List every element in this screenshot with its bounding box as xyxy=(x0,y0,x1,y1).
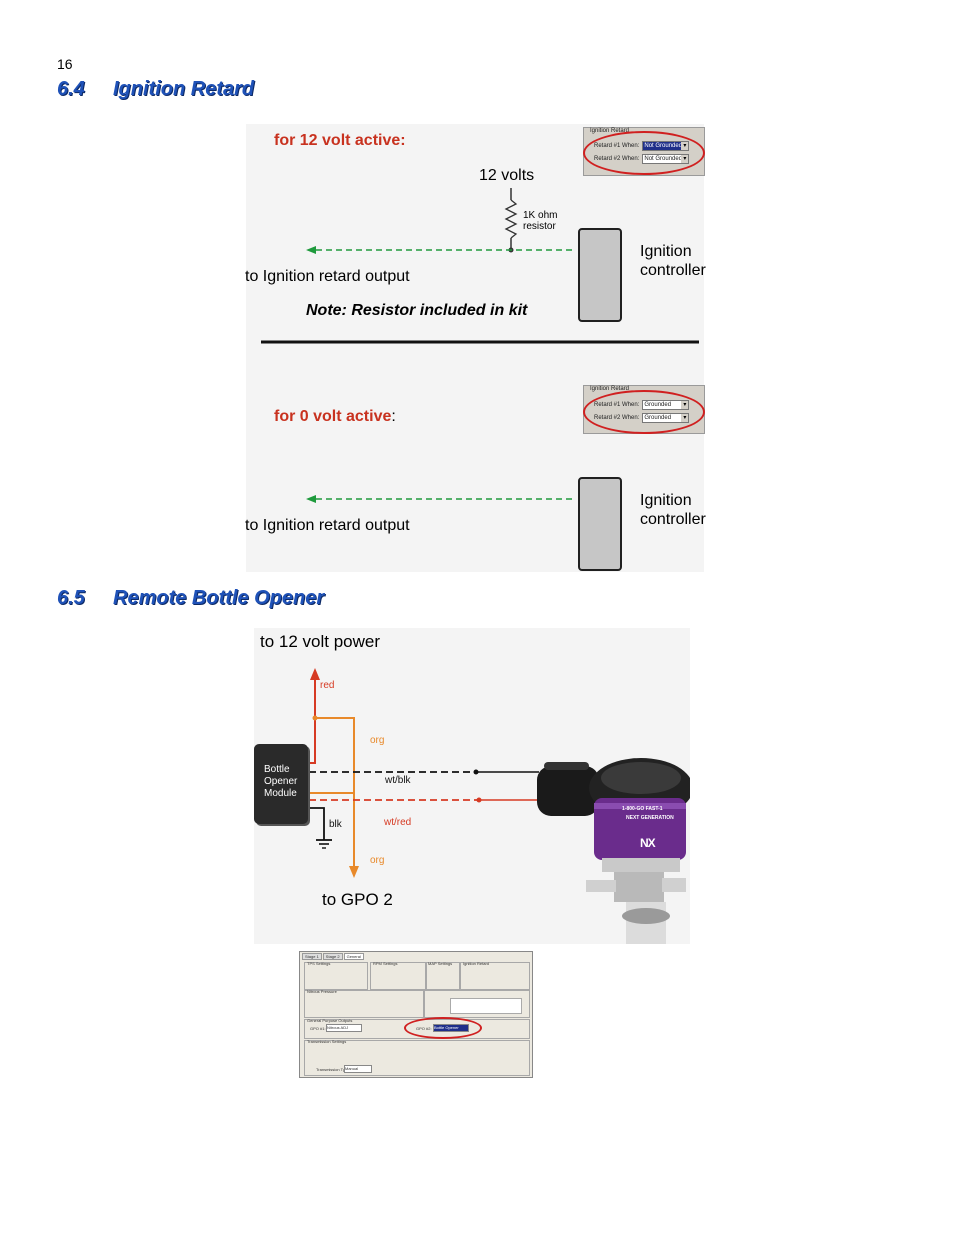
highlight-oval-gpo2 xyxy=(404,1017,482,1039)
solenoid-coil-top xyxy=(544,762,589,770)
controller-label-0v: Ignition controller xyxy=(640,491,706,529)
settings-tabs: Stage 1 Stage 2 General xyxy=(302,953,364,960)
arrow-left-12v xyxy=(306,246,316,254)
solenoid-port-left xyxy=(586,880,616,892)
label-to-12-volt-power: to 12 volt power xyxy=(260,632,381,651)
module-label-line2: Opener xyxy=(264,776,298,787)
resistor-note: Note: Resistor included in kit xyxy=(306,302,528,319)
heading-0v-suffix: : xyxy=(391,408,396,425)
rpm-settings-group xyxy=(370,962,426,990)
rpm-group-label: RPM Settings xyxy=(373,961,398,966)
highlight-oval-0v xyxy=(583,390,705,434)
wire-label-red: red xyxy=(320,680,335,691)
solenoid-text-line1: 1-800-GO FAST-1 xyxy=(622,806,663,812)
tps-settings-group xyxy=(304,962,368,990)
tps-calibration-group xyxy=(424,990,530,1018)
module-label: Bottle Opener Module xyxy=(264,764,297,800)
solenoid-fitting-ring xyxy=(602,858,680,872)
ignition-controller-box-12v xyxy=(578,228,622,322)
ignition-controller-box-0v xyxy=(578,477,622,571)
heading-0-volt-active: for 0 volt active: xyxy=(274,408,396,426)
ign-group-label: Ignition Retard xyxy=(463,961,490,966)
solenoid-text-1: 1-800-GO xyxy=(622,806,645,812)
bottle-neck-ring xyxy=(622,908,670,924)
blk-wire xyxy=(309,807,325,840)
output-label-0v: to Ignition retard output xyxy=(245,517,410,534)
solenoid-body xyxy=(594,798,686,860)
heading-12-volt-active: for 12 volt active: xyxy=(274,132,406,149)
ignition-wiring-svg xyxy=(261,188,699,503)
wire-label-org-bottom: org xyxy=(370,855,385,866)
group-label: Ignition Retard xyxy=(590,128,630,134)
tps-gauge xyxy=(450,998,522,1014)
solenoid-fitting xyxy=(614,872,664,902)
tab-general[interactable]: General xyxy=(343,953,364,960)
solenoid-port-right xyxy=(662,878,686,892)
gpo1-label: GPO #1: xyxy=(310,1026,326,1031)
section-title-text: Remote Bottle Opener xyxy=(113,587,325,609)
solenoid-text-2: FAST-1 xyxy=(645,806,663,812)
section-number: 6.4 xyxy=(57,78,85,100)
controller-label-line1: Ignition xyxy=(640,492,692,509)
solenoid-text-3: NEXT xyxy=(626,815,640,821)
wire-label-org-top: org xyxy=(370,735,385,746)
bottle-opener-module: Bottle Opener Module xyxy=(254,744,308,824)
resistor-label: 1K ohm resistor xyxy=(523,210,557,232)
tps-group-label: TPS Settings xyxy=(307,961,331,966)
section-title-text: Ignition Retard xyxy=(113,78,255,100)
wire-label-wt-blk: wt/blk xyxy=(385,775,411,786)
resistor-label-line1: 1K ohm xyxy=(523,210,558,221)
nitrous-group-label: Nitrous Pressure xyxy=(307,989,337,994)
section-number: 6.5 xyxy=(57,587,85,609)
controller-label-12v: Ignition controller xyxy=(640,242,706,280)
orange-wire-top xyxy=(315,717,355,778)
wire-label-wt-red: wt/red xyxy=(384,817,412,828)
label-to-gpo-2: to GPO 2 xyxy=(322,890,393,909)
general-settings-screenshot: Stage 1 Stage 2 General TPS Settings RPM… xyxy=(299,951,533,1078)
highlight-oval-12v xyxy=(583,131,705,175)
group-label: Ignition Retard xyxy=(590,386,630,392)
nitrous-solenoid-illustration xyxy=(537,758,690,944)
orange-junction xyxy=(312,715,318,721)
gpo1-select[interactable]: Nitrous ADJ xyxy=(326,1024,362,1032)
resistor-label-line2: resistor xyxy=(523,221,556,232)
map-group-label: MAP Settings xyxy=(428,961,453,966)
controller-label-line2: controller xyxy=(640,511,706,528)
solenoid-cap-top xyxy=(601,762,681,794)
module-label-line3: Module xyxy=(264,788,297,799)
map-settings-group xyxy=(426,962,460,990)
solenoid-text-4: GENERATION xyxy=(640,815,674,821)
heading-0v-text: for 0 volt active xyxy=(274,408,392,425)
label-12-volts: 12 volts xyxy=(479,167,535,184)
section-6-5-title: 6.5 Remote Bottle Opener xyxy=(57,587,324,610)
ignition-retard-diagram-panel xyxy=(246,124,704,572)
tab-stage-2[interactable]: Stage 2 xyxy=(322,953,343,960)
red-arrow-up xyxy=(310,668,320,680)
module-label-line1: Bottle xyxy=(264,764,290,775)
nx-logo: NX xyxy=(640,836,656,850)
red-wire xyxy=(309,680,316,764)
output-label-12v: to Ignition retard output xyxy=(245,268,410,285)
arrow-left-0v xyxy=(306,495,316,503)
bottle-opener-wiring-svg xyxy=(309,668,690,944)
trans-type-select[interactable]: Manual xyxy=(344,1065,372,1073)
wire-label-blk: blk xyxy=(329,819,342,830)
trans-type-label: Transmission Type: xyxy=(316,1067,351,1072)
section-6-4-title: 6.4 Ignition Retard xyxy=(57,78,254,101)
gpo-group-label: General Purpose Outputs xyxy=(307,1018,353,1023)
controller-label-line2: controller xyxy=(640,262,706,279)
solenoid-coil xyxy=(537,766,599,816)
controller-label-line1: Ignition xyxy=(640,243,692,260)
transmission-group xyxy=(304,1040,530,1076)
trans-group-label: Transmission Settings xyxy=(307,1039,347,1044)
resistor-symbol xyxy=(504,199,518,239)
ignition-retard-group xyxy=(460,962,530,990)
orange-arrow-down xyxy=(349,866,359,878)
tab-stage-1[interactable]: Stage 1 xyxy=(302,953,322,960)
page-number: 16 xyxy=(57,56,73,72)
solenoid-text-line2: NEXT GENERATION xyxy=(626,815,674,821)
solenoid-body-highlight xyxy=(594,803,686,809)
nitrous-pressure-group xyxy=(304,990,424,1018)
